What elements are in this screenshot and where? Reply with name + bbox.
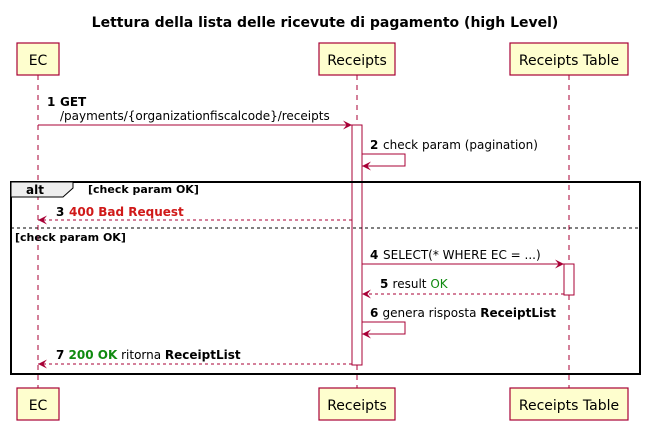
activation-receipts [351, 124, 363, 366]
message-5-label: 5 result OK [380, 277, 449, 291]
alt-fragment: alt [check param OK] [check param OK] [10, 181, 641, 375]
message-7: 7 200 OK ritorna ReceiptList [38, 348, 352, 369]
participant-ec-bottom: EC [16, 387, 60, 421]
message-7-label: 7 200 OK ritorna ReceiptList [56, 348, 241, 362]
message-6: 6 genera risposta ReceiptList [362, 306, 556, 339]
message-4: 4 SELECT(* WHERE EC = ...) [362, 248, 564, 269]
participant-receipts-table-top-label: Receipts Table [519, 53, 619, 69]
message-4-number: 4 [370, 248, 378, 262]
participant-ec-bottom-label: EC [29, 398, 48, 414]
message-3-label: 400 Bad Request [69, 205, 184, 219]
message-6-label: 6 genera risposta ReceiptList [370, 306, 556, 320]
message-4-label: SELECT(* WHERE EC = ...) [383, 248, 541, 262]
alt-fragment-tab [10, 181, 74, 198]
alt-guard-1: [check param OK] [88, 183, 199, 196]
message-1-path: /payments/{organizationfiscalcode}/recei… [60, 109, 330, 123]
alt-fragment-frame [10, 181, 641, 375]
participant-receipts-table-bottom: Receipts Table [509, 387, 629, 421]
activation-receipts-table [563, 263, 575, 296]
message-5: 5 result OK [362, 277, 564, 299]
message-6-arrow [362, 321, 406, 339]
message-2-number: 2 [370, 138, 378, 152]
message-1: 1 GET /payments/{organizationfiscalcode}… [38, 95, 352, 130]
participant-receipts-top-label: Receipts [327, 53, 387, 69]
participant-ec-top-label: EC [29, 53, 48, 69]
diagram-title: Lettura della lista delle ricevute di pa… [92, 15, 559, 31]
message-1-number: 1 [47, 95, 55, 109]
participant-ec-top: EC [16, 42, 60, 76]
message-2: 2 check param (pagination) [362, 138, 538, 171]
message-1-method: GET [60, 95, 87, 109]
participant-receipts-bottom-label: Receipts [327, 398, 387, 414]
message-3: 3 400 Bad Request [38, 205, 352, 225]
alt-guard-2: [check param OK] [15, 231, 126, 244]
message-3-number: 3 [56, 205, 64, 219]
participant-receipts-table-top: Receipts Table [509, 42, 629, 76]
participant-receipts-bottom: Receipts [318, 387, 396, 421]
alt-keyword: alt [26, 183, 44, 197]
participant-receipts-top: Receipts [318, 42, 396, 76]
message-2-arrow [362, 153, 406, 171]
participant-receipts-table-bottom-label: Receipts Table [519, 398, 619, 414]
message-2-label: check param (pagination) [383, 138, 538, 152]
